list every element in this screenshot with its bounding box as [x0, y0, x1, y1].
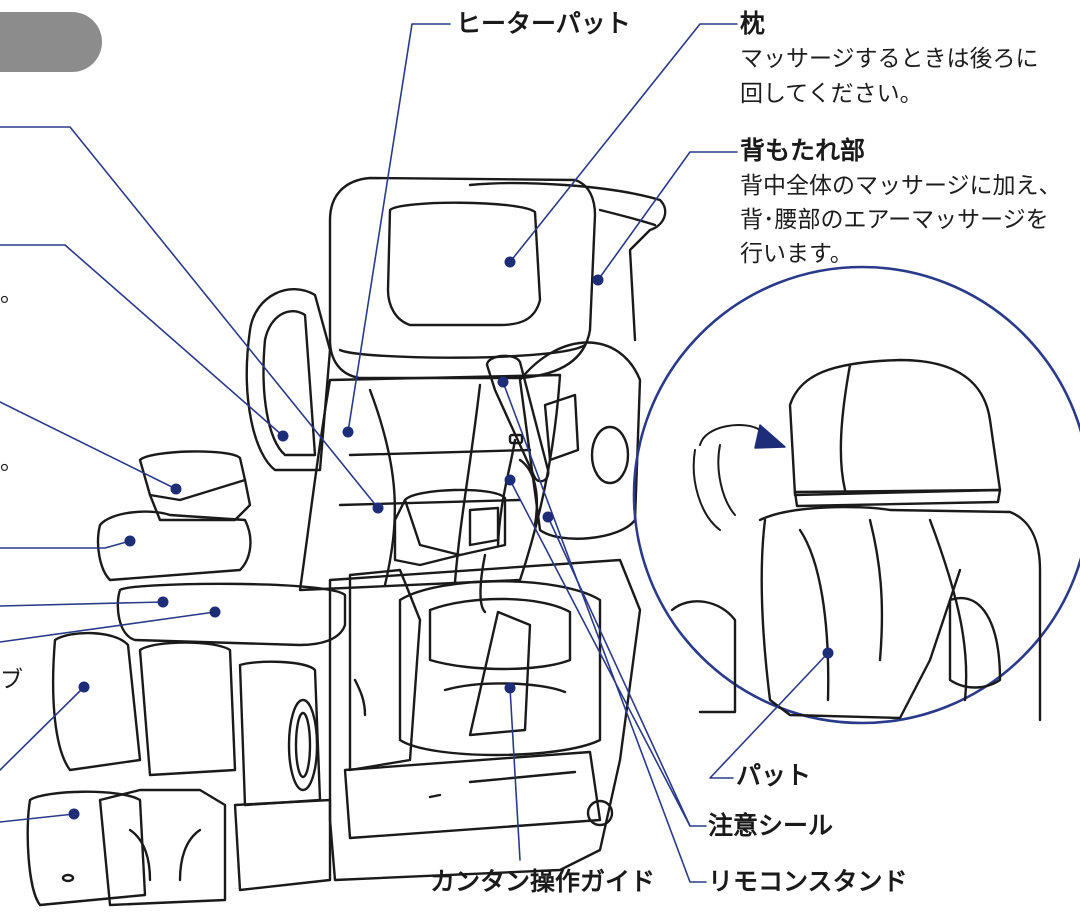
pillow-desc-line2: 回してください。 [740, 81, 923, 107]
pillow-desc-line1: マッサージするときは後ろに [740, 46, 1039, 72]
backrest-desc-line2: 背･腰部のエアーマッサージを [740, 207, 1049, 233]
leader-dot [209, 606, 221, 618]
leader-dot [68, 808, 80, 820]
leader-dot [372, 502, 384, 514]
leader-lines [0, 23, 829, 883]
chair-body [26, 176, 667, 907]
leader-dot [497, 376, 509, 388]
leader-dot [592, 274, 604, 286]
leader-dot [78, 681, 90, 693]
backrest-desc-line3: 行います。 [740, 241, 853, 267]
edge-fragment-bu: ブ [0, 667, 23, 693]
section-header-tab [0, 12, 102, 72]
caution-seal-label: 注意シール [708, 811, 834, 840]
leader-dot [504, 474, 516, 486]
pillow-title: 枕 [740, 9, 766, 38]
leader-dot [504, 682, 516, 694]
remote-stand-label: リモコンスタンド [708, 867, 908, 896]
edge-fragment-dot: 。 [0, 281, 23, 307]
backrest-title: 背もたれ部 [740, 136, 866, 165]
quick-guide-tag [468, 553, 532, 737]
leader-dots [68, 256, 834, 820]
leader-dot [170, 483, 182, 495]
backrest-desc-line1: 背中全体のマッサージに加え、 [740, 173, 1062, 199]
leader-dot [822, 647, 834, 659]
leader-dot [342, 426, 354, 438]
leader-dot [157, 596, 169, 608]
pad-label: パット [736, 761, 812, 790]
leader-dot [277, 430, 289, 442]
remote-control [485, 354, 550, 547]
leader-dot [124, 535, 136, 547]
edge-fragment-dot: 。 [0, 449, 23, 475]
quick-guide-label: カンタン操作ガイド [430, 867, 656, 896]
leader-dot [504, 256, 516, 268]
inset-detail [632, 265, 1080, 725]
leader-dot [542, 511, 554, 523]
heater-pad-label: ヒーターパット [456, 9, 631, 38]
